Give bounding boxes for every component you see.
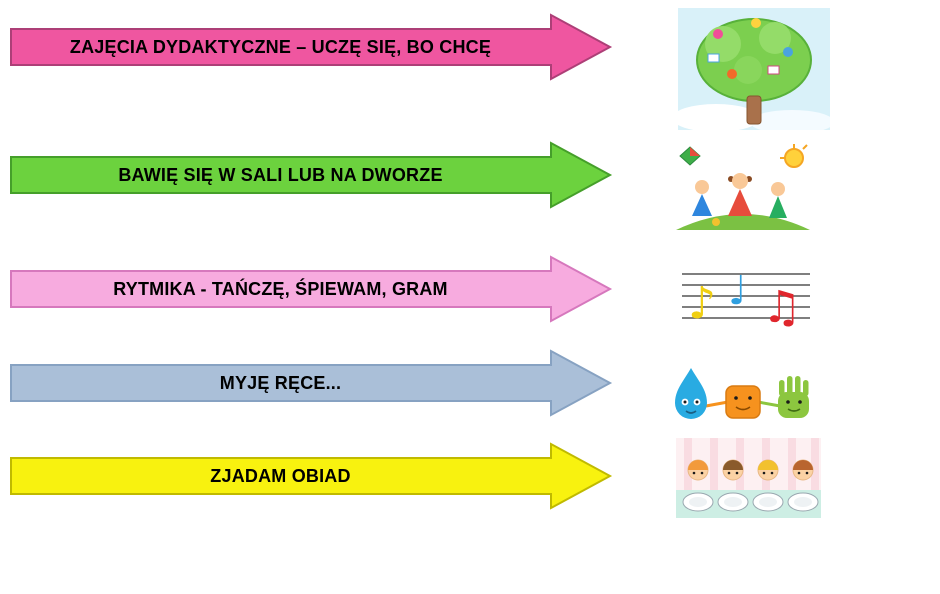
plate-icon: [717, 492, 749, 512]
soap-icon: [725, 385, 761, 419]
schedule-row-5: ZJADAM OBIAD: [10, 441, 614, 511]
arrow-shape: [10, 255, 613, 323]
child-head-icon: [792, 459, 814, 481]
illustration-2: [672, 142, 814, 230]
children-icons: [713, 18, 793, 79]
child-figure: [769, 182, 787, 218]
illustration-1: [678, 8, 830, 130]
illustration-4: [666, 352, 818, 430]
tree-trunk: [746, 95, 762, 125]
music-note-icon: ♩: [728, 268, 747, 314]
plate-icon: [682, 492, 714, 512]
music-note-icon: ♪: [688, 278, 716, 329]
music-staff: [682, 273, 810, 319]
arrow-shape: [10, 13, 613, 81]
arrow-label-2: BAWIĘ SIĘ W SALI LUB NA DWORZE: [118, 164, 443, 185]
hand-icon: [778, 376, 809, 418]
arrow-shape: [10, 442, 613, 510]
illustration-3: ♪ ♩ ♫: [676, 254, 816, 340]
cloud-icon: [678, 104, 760, 130]
arrow-label-3: RYTMIKA - TAŃCZĘ, ŚPIEWAM, GRAM: [113, 278, 448, 299]
sun-icon: [780, 144, 808, 168]
music-note-icon: ♫: [762, 282, 801, 333]
child-figure: [692, 180, 712, 216]
child-head-icon: [722, 459, 744, 481]
plate-icon: [787, 492, 819, 512]
plate-icon: [752, 492, 784, 512]
water-drop-icon: [675, 368, 707, 419]
arrow-shape: [10, 349, 613, 417]
schedule-row-4: MYJĘ RĘCE...: [10, 348, 614, 418]
arrow-shape: [10, 141, 613, 209]
arrow-label-1: ZAJĘCIA DYDAKTYCZNE – UCZĘ SIĘ, BO CHCĘ: [69, 36, 492, 57]
schedule-row-3: RYTMIKA - TAŃCZĘ, ŚPIEWAM, GRAM: [10, 254, 614, 324]
schedule-row-1: ZAJĘCIA DYDAKTYCZNE – UCZĘ SIĘ, BO CHCĘ: [10, 12, 614, 82]
child-figure: [728, 173, 752, 216]
toy-ball-icon: [712, 218, 720, 226]
arrow-3: [10, 255, 613, 323]
arrow-2: [10, 141, 613, 209]
arrow-5: [10, 442, 613, 510]
arrow-label-5: ZJADAM OBIAD: [210, 465, 351, 486]
arrow-4: [10, 349, 613, 417]
cloud-icon: [750, 110, 830, 130]
arrow-label-4: MYJĘ RĘCE...: [219, 372, 342, 393]
schedule-row-2: BAWIĘ SIĘ W SALI LUB NA DWORZE: [10, 140, 614, 210]
kite-icon: [679, 146, 701, 166]
book-icons: [707, 53, 780, 75]
child-head-icon: [757, 459, 779, 481]
child-head-icon: [687, 459, 709, 481]
arrow-1: [10, 13, 613, 81]
illustration-5: [676, 438, 821, 518]
